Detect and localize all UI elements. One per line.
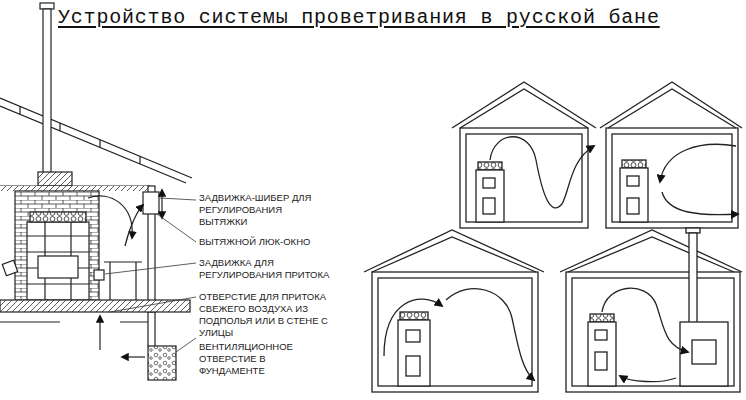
- bath-section-part: [0, 98, 192, 183]
- house-b-part: [620, 168, 648, 222]
- leader-lines: [105, 198, 196, 352]
- bath-section-part: [40, 3, 54, 9]
- house-d-part: [560, 230, 742, 272]
- callout-label: ВЫТЯЖНОЙ ЛЮК-ОКНО: [198, 236, 340, 248]
- bath-section-part: [20, 106, 140, 164]
- house-a-part: [466, 134, 582, 222]
- house-a: [452, 82, 596, 228]
- bath-section-part: [27, 222, 89, 300]
- bath-section-part: [148, 312, 155, 346]
- house-d-part: [590, 314, 614, 322]
- bath-section-part: [0, 300, 190, 312]
- bath-section-part: [38, 172, 72, 186]
- leader-lines-part: [110, 297, 196, 312]
- house-a-part: [483, 178, 495, 188]
- bath-section-part: [122, 356, 145, 357]
- house-d-part: [572, 278, 734, 386]
- house-b-part: [622, 160, 646, 168]
- house-a-part: [476, 170, 504, 222]
- house-d-part: [620, 376, 676, 382]
- house-c: [364, 230, 544, 392]
- bath-section-part: [38, 256, 78, 278]
- house-c-part: [364, 230, 544, 272]
- bath-section-part: [94, 270, 104, 280]
- callout-label: ЗАДВИЖКА-ШИБЕР ДЛЯ РЕГУЛИРОВАНИЯ ВЫТЯЖКИ: [198, 192, 332, 228]
- house-b-part: [662, 192, 738, 215]
- house-c-part: [406, 330, 420, 342]
- house-b-part: [600, 82, 742, 128]
- leader-lines-part: [160, 198, 196, 200]
- house-d-part: [595, 330, 607, 340]
- house-c-part: [400, 312, 428, 320]
- house-b-part: [627, 198, 639, 214]
- diagram-title: Устройство системы проветривания в русск…: [58, 6, 660, 29]
- house-a-part: [483, 198, 495, 214]
- callout-label: ЗАДВИЖКА ДЛЯ РЕГУЛИРОВАНИЯ ПРИТОКА: [198, 257, 332, 281]
- house-b-part: [660, 144, 736, 182]
- callout-label: ВЕНТИЛЯЦИОННОЕ ОТВЕРСТИЕ В ФУНДАМЕНТЕ: [198, 341, 332, 377]
- house-d-part: [588, 322, 616, 386]
- house-c-part: [446, 289, 534, 380]
- house-b: [600, 82, 742, 228]
- bath-section-part: [0, 186, 148, 191]
- house-d-part: [595, 352, 607, 370]
- house-b-part: [612, 134, 732, 222]
- leader-lines-part: [157, 214, 196, 242]
- bath-section-part: [88, 196, 132, 238]
- bath-section-part: [125, 205, 143, 246]
- house-a-part: [478, 162, 502, 170]
- bath-section-part: [0, 321, 148, 322]
- bath-section-part: [161, 190, 162, 218]
- house-c-part: [398, 320, 430, 386]
- leader-lines-part: [176, 338, 196, 352]
- house-c-part: [384, 299, 442, 356]
- callout-label: ОТВЕРСТИЕ ДЛЯ ПРИТОКА СВЕЖЕГО ВОЗДУХА ИЗ…: [198, 291, 358, 339]
- house-d-part: [689, 233, 697, 323]
- house-a-part: [460, 128, 588, 228]
- bath-section-part: [2, 260, 17, 275]
- bath-section-part: [43, 9, 51, 175]
- bath-section-part: [143, 192, 159, 214]
- house-c-part: [406, 356, 420, 376]
- house-d: [560, 228, 742, 392]
- bath-section-part: [99, 316, 100, 350]
- bath-section-part: [27, 222, 89, 300]
- house-c-part: [372, 272, 538, 392]
- house-d-part: [692, 340, 716, 364]
- bath-section: [0, 3, 192, 380]
- bath-section-part: [104, 262, 142, 300]
- house-d-part: [602, 288, 688, 352]
- house-d-part: [566, 272, 740, 392]
- house-a-part: [452, 82, 596, 128]
- house-d-part: [680, 322, 728, 386]
- bath-section-part: [15, 191, 99, 301]
- leader-lines-part: [105, 263, 196, 274]
- house-a-part: [490, 137, 594, 208]
- house-d-part: [686, 228, 700, 233]
- bath-section-part: [148, 346, 176, 380]
- house-b-part: [606, 128, 738, 228]
- bath-section-part: [30, 212, 86, 222]
- house-b-part: [627, 176, 639, 186]
